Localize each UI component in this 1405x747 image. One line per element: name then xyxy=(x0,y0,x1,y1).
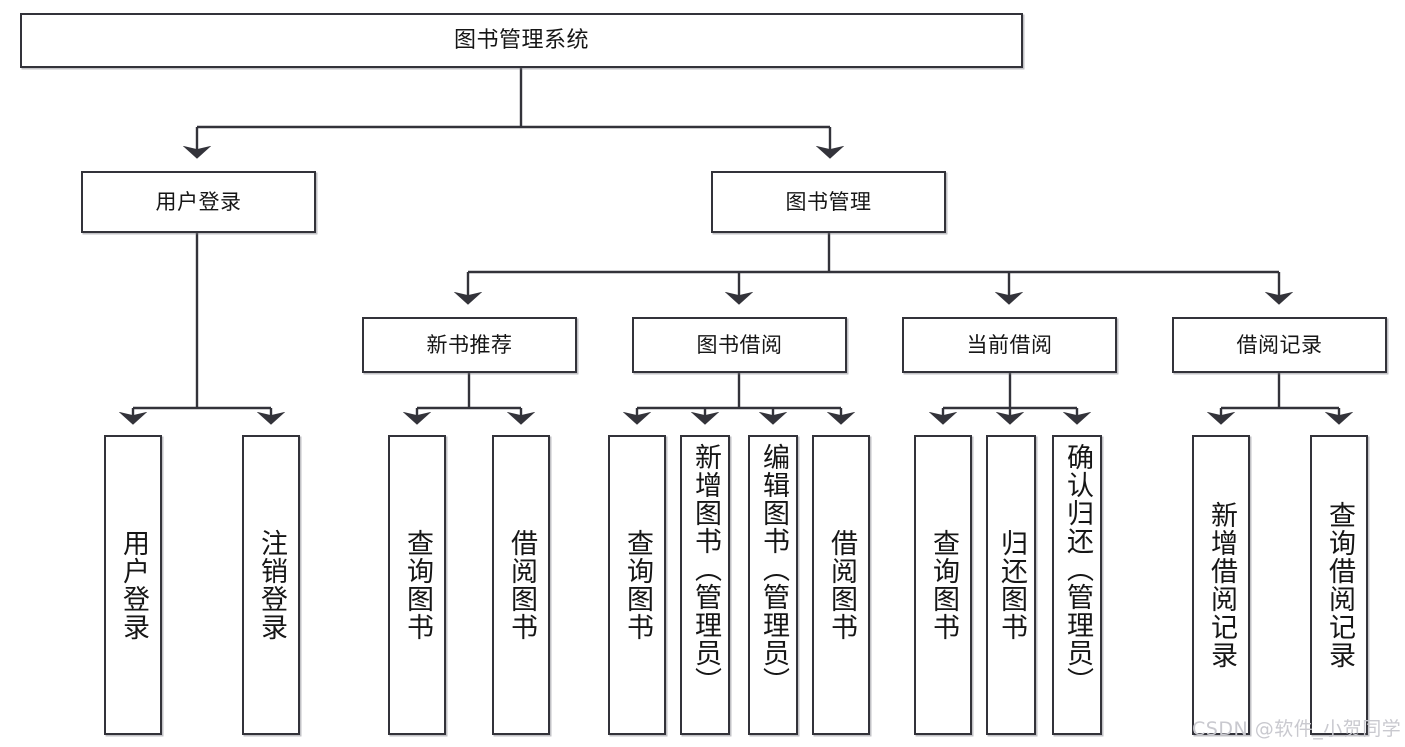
node-label: 用户登录 xyxy=(118,529,150,641)
node-label: 查询图书 xyxy=(928,529,960,641)
node-borrow-record[interactable]: 借阅记录 xyxy=(1172,317,1387,373)
node-new-book-recommend[interactable]: 新书推荐 xyxy=(362,317,577,373)
leaf-book-borrow-borrow[interactable]: 借阅图书 xyxy=(812,435,870,735)
node-user-login[interactable]: 用户登录 xyxy=(81,171,316,233)
node-label: 借阅图书 xyxy=(506,529,538,641)
node-label: 查询图书 xyxy=(622,529,654,641)
node-label: 编辑图书（管理员） xyxy=(758,443,790,695)
leaf-user-login-signin[interactable]: 用户登录 xyxy=(104,435,162,735)
node-book-management[interactable]: 图书管理 xyxy=(711,171,946,233)
node-label: 图书借阅 xyxy=(696,332,783,357)
node-label: 图书管理系统 xyxy=(453,27,589,53)
node-label: 新增借阅记录 xyxy=(1206,501,1238,669)
node-label: 确认归还（管理员） xyxy=(1062,443,1094,695)
leaf-borrow-record-add[interactable]: 新增借阅记录 xyxy=(1192,435,1250,735)
node-label: 归还图书 xyxy=(996,529,1028,641)
leaf-current-borrow-confirm-admin[interactable]: 确认归还（管理员） xyxy=(1052,435,1102,735)
node-current-borrow[interactable]: 当前借阅 xyxy=(902,317,1117,373)
node-book-borrow[interactable]: 图书借阅 xyxy=(632,317,847,373)
node-label: 图书管理 xyxy=(785,189,872,214)
leaf-borrow-record-query[interactable]: 查询借阅记录 xyxy=(1310,435,1368,735)
node-label: 用户登录 xyxy=(155,189,242,214)
csdn-watermark: CSDN @软件_小贺同学 xyxy=(1192,718,1402,740)
leaf-current-borrow-query[interactable]: 查询图书 xyxy=(914,435,972,735)
node-label: 借阅记录 xyxy=(1236,332,1323,357)
node-label: 新书推荐 xyxy=(426,332,513,357)
leaf-new-book-query[interactable]: 查询图书 xyxy=(388,435,446,735)
node-label: 当前借阅 xyxy=(966,332,1053,357)
node-label: 查询借阅记录 xyxy=(1324,501,1356,669)
leaf-current-borrow-return[interactable]: 归还图书 xyxy=(986,435,1036,735)
leaf-new-book-borrow[interactable]: 借阅图书 xyxy=(492,435,550,735)
leaf-book-borrow-query[interactable]: 查询图书 xyxy=(608,435,666,735)
leaf-user-login-signout[interactable]: 注销登录 xyxy=(242,435,300,735)
leaf-book-borrow-edit-admin[interactable]: 编辑图书（管理员） xyxy=(748,435,798,735)
node-label: 借阅图书 xyxy=(826,529,858,641)
node-label: 查询图书 xyxy=(402,529,434,641)
node-label: 新增图书（管理员） xyxy=(690,443,722,695)
node-root-book-management-system[interactable]: 图书管理系统 xyxy=(20,13,1023,68)
leaf-book-borrow-add-admin[interactable]: 新增图书（管理员） xyxy=(680,435,730,735)
node-label: 注销登录 xyxy=(256,529,288,641)
